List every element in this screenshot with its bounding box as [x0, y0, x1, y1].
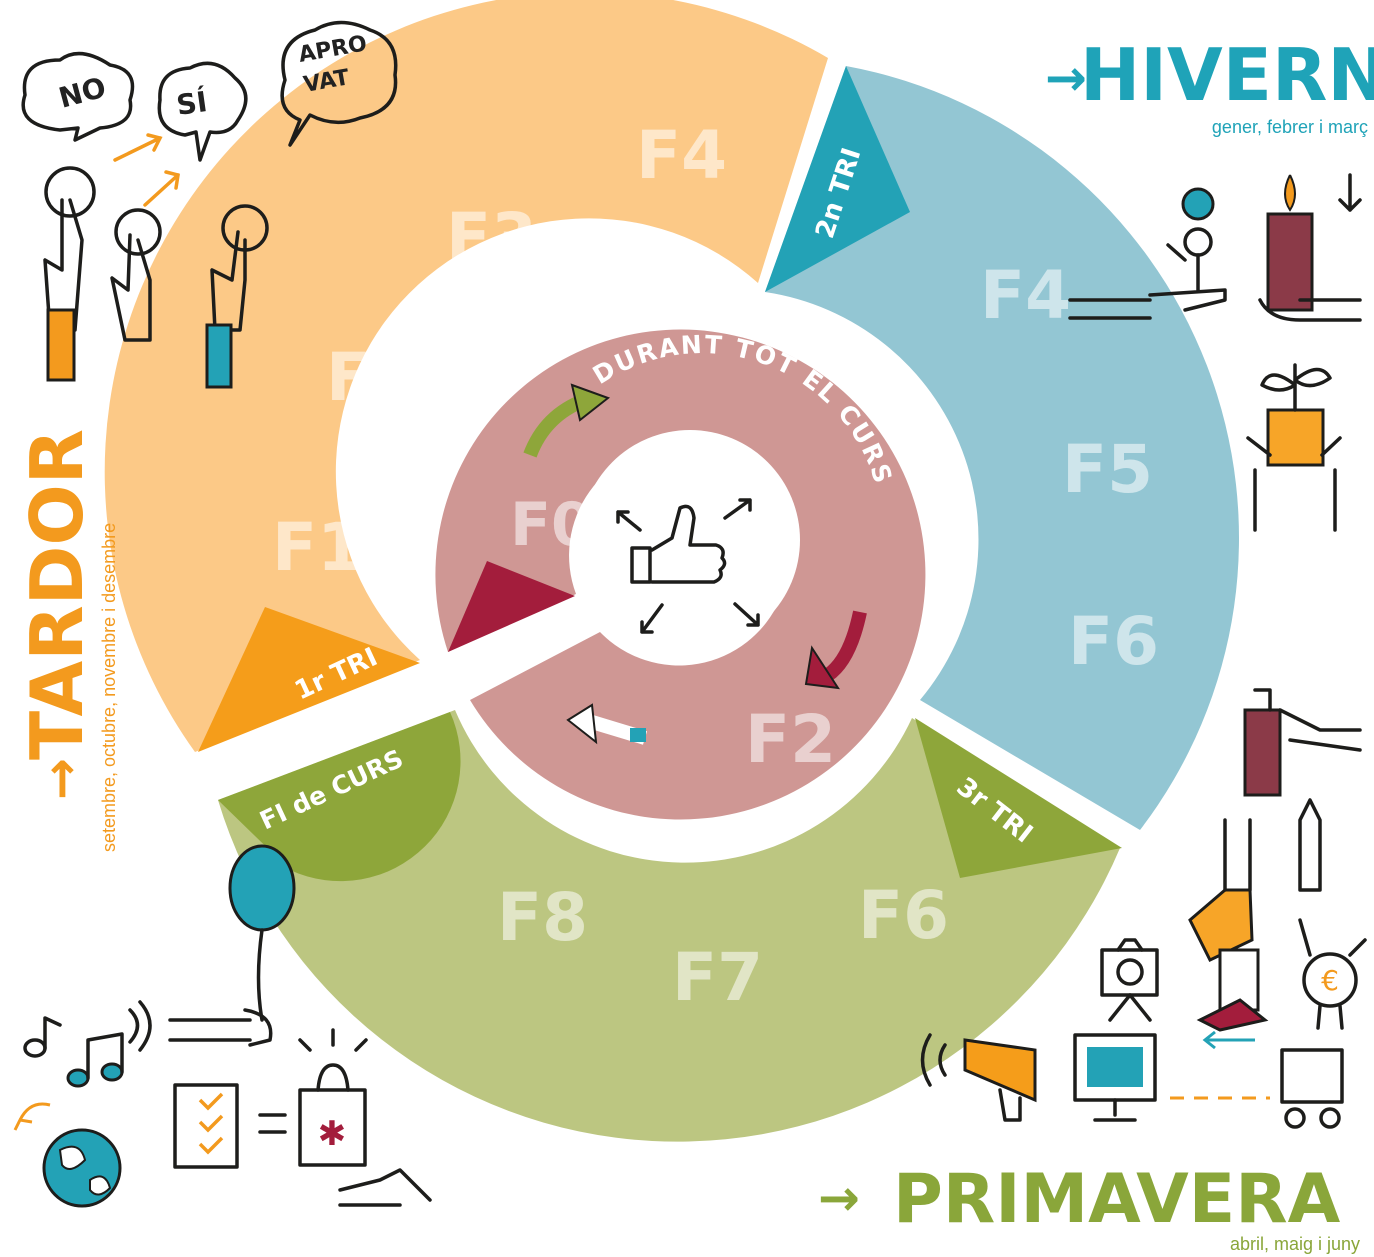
- phase-inner-f0: F0: [510, 490, 593, 560]
- phase-hivern-f5: F5: [1062, 431, 1153, 508]
- hivern-title: HIVERN: [1080, 33, 1374, 117]
- cart-doodle: [1280, 1048, 1344, 1129]
- heading-tardor: → TARDOR setembre, octubre, novembre i d…: [15, 429, 119, 852]
- hivern-arrow: →: [1045, 49, 1087, 107]
- bubble-no: NO: [55, 71, 109, 115]
- bubble-si: SÍ: [174, 84, 209, 122]
- spray-can-icon: [1243, 688, 1362, 797]
- phase-primavera-f7: F7: [672, 939, 763, 1016]
- euro-symbol: €: [1321, 964, 1339, 997]
- phase-tardor-f4: F4: [636, 117, 727, 194]
- hand-with-tool-doodle: [1188, 818, 1269, 1032]
- cycle-arrowhead-green: [570, 383, 611, 422]
- phase-tardor-f2: F2: [326, 339, 417, 416]
- tardor-title: TARDOR: [15, 429, 99, 760]
- cycle-arrow-crimson: [823, 610, 867, 681]
- heading-hivern: → HIVERN gener, febrer i març: [1045, 33, 1374, 137]
- primavera-title: PRIMAVERA: [893, 1160, 1341, 1239]
- monitor-icon: [1073, 1033, 1157, 1122]
- pennant-3r-tri: [915, 718, 1122, 878]
- primavera-months: abril, maig i juny: [1230, 1234, 1360, 1254]
- euro-coin-doodle: €: [1298, 918, 1367, 1030]
- segment-hivern: [765, 66, 1239, 830]
- phase-inner-f2: F2: [745, 701, 836, 778]
- phase-tardor-f3: F3: [446, 199, 537, 276]
- candle-icon: [1258, 173, 1362, 322]
- pencil-icon: [1298, 798, 1322, 892]
- heading-primavera: → PRIMAVERA abril, maig i juny: [818, 1160, 1360, 1254]
- character-doodle: [1068, 187, 1227, 320]
- cycle-arrowhead-crimson: [804, 645, 841, 690]
- thumbs-up-icon: [616, 498, 760, 634]
- phase-primavera-f8: F8: [497, 879, 588, 956]
- plant-icon: [1246, 363, 1342, 532]
- music-note-icon: [23, 1000, 152, 1088]
- camera-icon: [1100, 938, 1159, 1022]
- start-marker: [448, 561, 575, 652]
- phase-hivern-f4: F4: [980, 257, 1071, 334]
- balloon-icon: [168, 844, 296, 1047]
- phase-hivern-f6: F6: [1068, 603, 1159, 680]
- pennant-2n-tri: [765, 66, 910, 292]
- checklist-icon: [173, 1083, 287, 1169]
- segment-tardor: [104, 0, 828, 752]
- pennant-1r-tri: [198, 607, 420, 752]
- primavera-arrow: →: [818, 1169, 860, 1227]
- hivern-months: gener, febrer i març: [1212, 117, 1368, 137]
- svg-text:✱: ✱: [318, 1114, 347, 1154]
- pennant-fi-de-curs: [218, 712, 461, 882]
- phase-primavera-f6: F6: [858, 877, 949, 954]
- tardor-arrow: →: [32, 758, 90, 800]
- voting-doodle: NO SÍ APRO VAT: [21, 20, 398, 389]
- inner-ring: [435, 329, 926, 820]
- phase-tardor-f1: F1: [272, 509, 363, 586]
- cycle-arrowhead-white: [566, 703, 598, 745]
- cycle-arrow-white-tail: [630, 728, 646, 742]
- tardor-months: setembre, octubre, novembre i desembre: [99, 523, 119, 852]
- globe-icon: [13, 1102, 122, 1208]
- shopping-bag-icon: ✱: [298, 1028, 432, 1207]
- megaphone-icon: [920, 1033, 1037, 1122]
